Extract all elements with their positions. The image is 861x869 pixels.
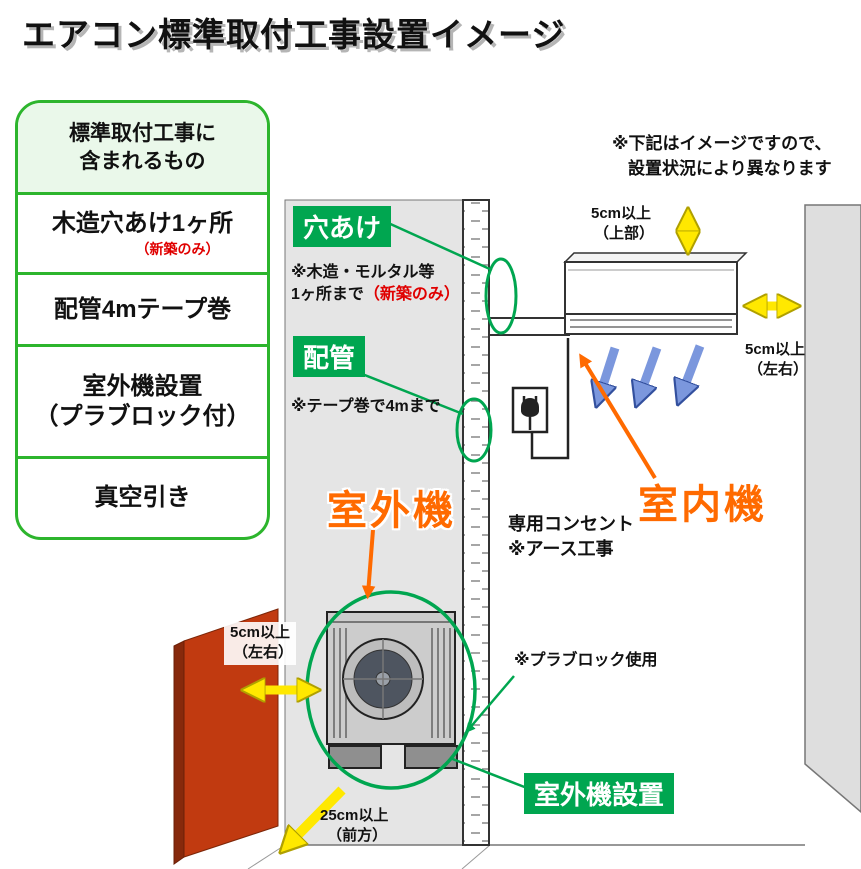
panel-header-line1: 標準取付工事に — [69, 122, 216, 146]
included-items-panel: 標準取付工事に 含まれるもの 木造穴あけ1ヶ所 （新築のみ） 配管4mテープ巻 … — [15, 100, 270, 540]
floor-line — [247, 844, 805, 869]
indoor-unit — [563, 252, 748, 335]
outdoor-unit — [326, 611, 456, 745]
panel-item-outdoor-line1: 室外機設置 — [82, 372, 203, 400]
panel-item-hole-text: 木造穴あけ1ヶ所 — [51, 209, 234, 237]
red-wall — [173, 608, 279, 865]
right-wall — [804, 204, 861, 813]
panel-item-outdoor-install: 室外機設置 （プラブロック付） — [18, 347, 267, 459]
label-connectors — [351, 220, 528, 790]
clearance-left-label: 5cm以上 （左右） — [224, 622, 297, 665]
clearance-front-label: 25cm以上 （前方） — [320, 807, 389, 845]
hole-note-line2: 1ヶ所まで（新築のみ） — [291, 286, 460, 304]
pla-blocks — [328, 745, 458, 769]
panel-item-hole: 木造穴あけ1ヶ所 （新築のみ） — [18, 195, 267, 275]
power-outlet — [511, 338, 570, 460]
panel-header-line2: 含まれるもの — [79, 149, 206, 173]
outdoor-unit-label: 室外機 — [327, 489, 456, 533]
pipe-note: ※テープ巻で4mまで — [291, 398, 441, 415]
wall-column — [462, 199, 490, 846]
hole-note: ※木造・モルタル等 1ヶ所まで（新築のみ） — [291, 262, 460, 307]
panel-item-outdoor-line2: （プラブロック付） — [34, 402, 251, 430]
panel-item-piping: 配管4mテープ巻 — [18, 275, 267, 347]
panel-header: 標準取付工事に 含まれるもの — [18, 103, 267, 195]
indoor-unit-label: 室内機 — [638, 483, 767, 527]
outlet-note: 専用コンセント ※アース工事 — [508, 512, 634, 562]
clearance-arrows — [248, 214, 794, 848]
pla-block-note: ※プラブロック使用 — [514, 652, 658, 669]
panel-item-vacuum: 真空引き — [18, 459, 267, 537]
disclaimer-note: ※下記はイメージですので、 設置状況により異なります — [612, 132, 832, 181]
outdoor-install-label: 室外機設置 — [524, 773, 675, 814]
hole-label: 穴あけ — [293, 206, 392, 247]
outlet-note-line1: 専用コンセント — [508, 514, 634, 534]
outlet-note-line2: ※アース工事 — [508, 539, 614, 560]
panel-item-hole-sub: （新築のみ） — [135, 240, 220, 257]
airflow-arrows — [599, 344, 705, 398]
pointer-arrows — [361, 353, 657, 600]
clearance-right-label: 5cm以上 （左右） — [744, 341, 809, 379]
page-title: エアコン標準取付工事設置イメージ — [22, 16, 566, 53]
hole-note-line1: ※木造・モルタル等 — [291, 264, 435, 281]
panel-item-vacuum-text: 真空引き — [94, 484, 191, 511]
disclaimer-line2: 設置状況により異なります — [628, 158, 832, 178]
pipe-label: 配管 — [293, 336, 366, 377]
panel-item-piping-text: 配管4mテープ巻 — [53, 295, 232, 323]
disclaimer-line1: ※下記はイメージですので、 — [612, 134, 832, 153]
clearance-top-label: 5cm以上 （上部） — [590, 205, 655, 243]
